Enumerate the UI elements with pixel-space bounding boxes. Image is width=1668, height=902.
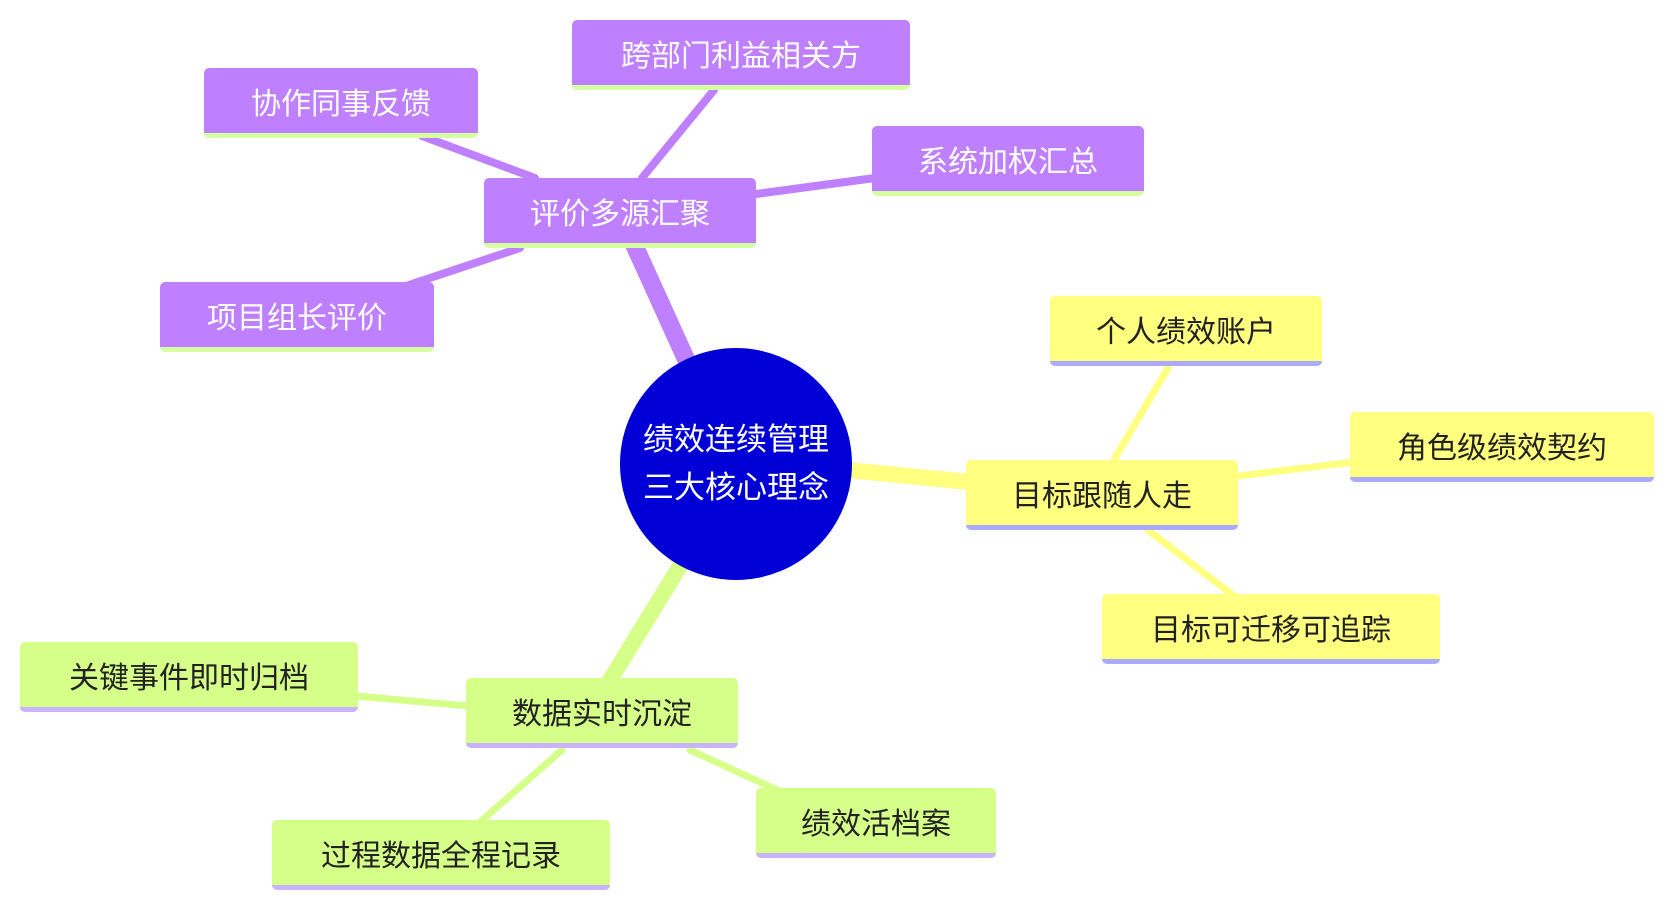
edge-data-record xyxy=(476,746,566,826)
node-live-dossier[interactable]: 绩效活档案 xyxy=(756,788,996,858)
edge-evaluation-system xyxy=(752,174,879,198)
node-event-archive-label: 关键事件即时归档 xyxy=(69,660,309,696)
edge-evaluation-coworker xyxy=(418,132,539,182)
node-role-contract[interactable]: 角色级绩效契约 xyxy=(1350,412,1654,482)
node-goal-traceable[interactable]: 目标可迁移可追踪 xyxy=(1102,594,1440,664)
branch-data-label: 数据实时沉淀 xyxy=(512,696,692,732)
edge-root-data xyxy=(602,558,688,688)
branch-data[interactable]: 数据实时沉淀 xyxy=(466,678,738,748)
node-coworker-feedback[interactable]: 协作同事反馈 xyxy=(204,68,478,138)
node-personal-account-label: 个人绩效账户 xyxy=(1096,314,1276,350)
node-personal-account[interactable]: 个人绩效账户 xyxy=(1050,296,1322,366)
node-live-dossier-label: 绩效活档案 xyxy=(801,806,951,842)
root-title-line1: 绩效连续管理 xyxy=(643,422,829,458)
node-process-record-label: 过程数据全程记录 xyxy=(321,838,561,874)
node-goal-traceable-label: 目标可迁移可追踪 xyxy=(1151,612,1391,648)
node-role-contract-label: 角色级绩效契约 xyxy=(1397,430,1607,466)
node-coworker-feedback-label: 协作同事反馈 xyxy=(251,86,431,122)
root-title-line2: 三大核心理念 xyxy=(643,470,829,506)
node-cross-department-label: 跨部门利益相关方 xyxy=(621,38,861,74)
node-weighted-summary[interactable]: 系统加权汇总 xyxy=(872,126,1144,196)
edge-root-goals xyxy=(840,462,976,490)
edge-goals-trace xyxy=(1144,526,1238,600)
edge-data-archive xyxy=(352,692,472,710)
branch-goals[interactable]: 目标跟随人走 xyxy=(966,460,1238,530)
node-cross-department[interactable]: 跨部门利益相关方 xyxy=(572,20,910,90)
edge-evaluation-stakeholder xyxy=(638,86,718,182)
edge-goals-contract xyxy=(1234,458,1358,480)
edge-evaluation-leader xyxy=(396,244,524,292)
branch-goals-label: 目标跟随人走 xyxy=(1012,478,1192,514)
node-event-archive[interactable]: 关键事件即时归档 xyxy=(20,642,358,712)
branch-evaluation[interactable]: 评价多源汇聚 xyxy=(484,178,756,248)
node-leader-review[interactable]: 项目组长评价 xyxy=(160,282,434,352)
edge-goals-account xyxy=(1111,364,1172,462)
node-process-record[interactable]: 过程数据全程记录 xyxy=(272,820,610,890)
edge-root-evaluation xyxy=(623,231,699,377)
node-leader-review-label: 项目组长评价 xyxy=(207,300,387,336)
node-weighted-summary-label: 系统加权汇总 xyxy=(918,144,1098,180)
branch-evaluation-label: 评价多源汇聚 xyxy=(530,196,710,232)
root-node[interactable]: 绩效连续管理 三大核心理念 xyxy=(620,348,852,580)
